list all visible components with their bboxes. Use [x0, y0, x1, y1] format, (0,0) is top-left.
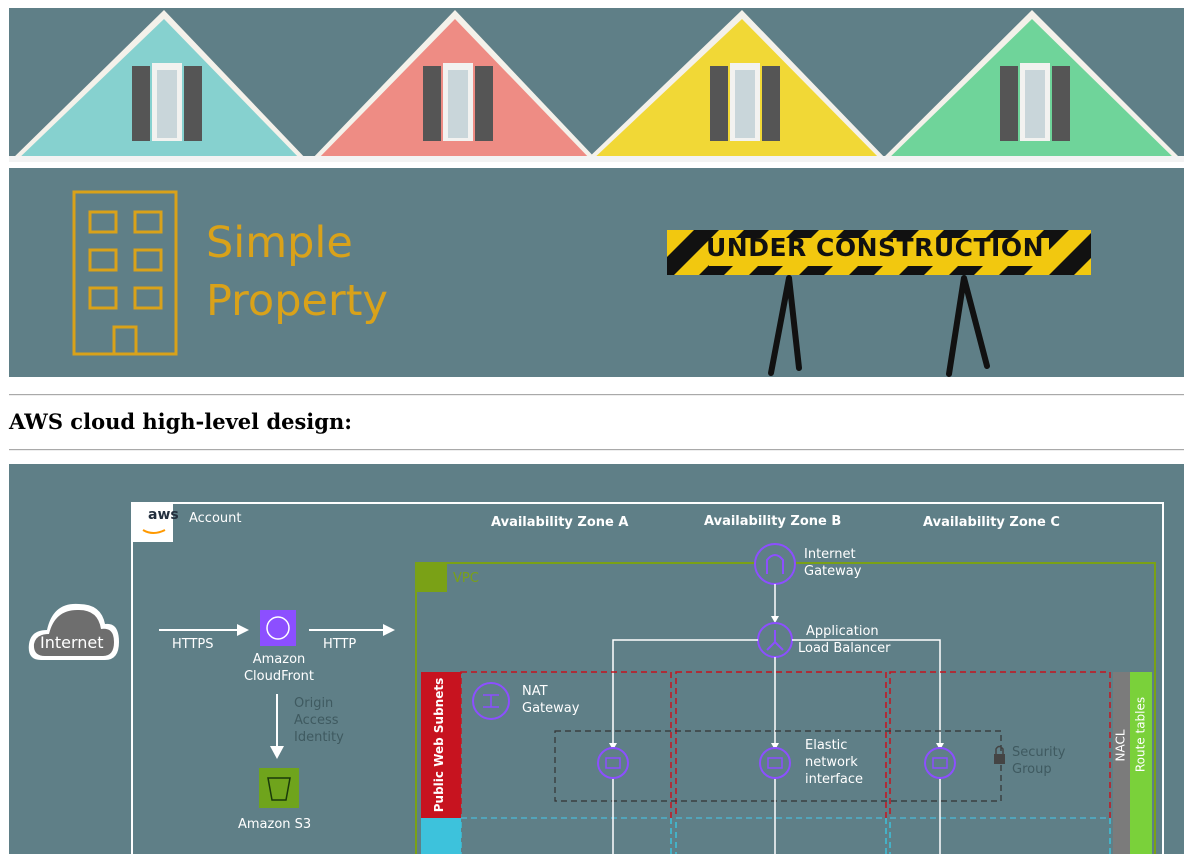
s3-label: Amazon S3 — [238, 817, 312, 832]
zone-a-label: Availability Zone A — [491, 515, 629, 530]
divider-bottom — [9, 449, 1184, 451]
http-label: HTTP — [323, 637, 357, 652]
eni-icon-c — [924, 747, 956, 779]
oai-label-line2: Access — [294, 713, 339, 728]
zone-b-label: Availability Zone B — [704, 514, 842, 529]
diagram-graphics — [28, 502, 1164, 854]
security-group-label: Security Group — [1012, 744, 1065, 778]
eni-label-line1: Elastic — [805, 738, 848, 753]
https-label: HTTPS — [172, 637, 214, 652]
security-group-label-line2: Group — [1012, 762, 1052, 777]
cloudfront-label-line2: CloudFront — [243, 669, 314, 684]
igw-label: Internet Gateway — [804, 546, 861, 580]
construction-sign-icon — [667, 230, 1091, 377]
house-green — [879, 10, 1184, 162]
alb-label-line1: Application — [806, 624, 879, 639]
houses-illustration — [9, 10, 1184, 162]
vpc-label: VPC — [453, 571, 479, 586]
internet-gateway-icon — [754, 543, 796, 585]
cloudfront-label: Amazon CloudFront — [234, 651, 324, 685]
nat-gateway-icon — [472, 682, 510, 720]
brand-banner: Simple Property UNDER CONSTRUCTION — [9, 168, 1184, 377]
igw-label-line1: Internet — [804, 547, 856, 562]
divider-top — [9, 394, 1184, 396]
account-label: Account — [189, 511, 242, 526]
vpc-icon — [417, 564, 447, 592]
building-logo-icon — [72, 190, 178, 356]
aws-logo-text: aws — [148, 507, 179, 523]
eni-icon-b — [759, 747, 791, 779]
aws-logo-icon — [133, 504, 173, 542]
route-tables-label: Route tables — [1133, 696, 1148, 773]
brand-name-line1: Simple — [206, 218, 353, 268]
zone-c-label: Availability Zone C — [923, 515, 1060, 530]
house-pink — [309, 10, 599, 162]
eni-label-line2: network — [805, 755, 858, 770]
security-group-label-line1: Security — [1012, 745, 1066, 760]
account-boundary — [131, 502, 1164, 854]
aws-architecture-diagram: aws Account Availability Zone A Availabi… — [9, 464, 1184, 854]
eni-icon-a — [597, 747, 629, 779]
public-subnets-label: Public Web Subnets — [432, 677, 446, 813]
route-tables-bar — [1130, 672, 1152, 818]
cloudfront-label-line1: Amazon — [252, 652, 306, 667]
nat-label: NAT Gateway — [522, 683, 579, 717]
subnet-zone-c — [889, 671, 1111, 819]
nat-label-line2: Gateway — [522, 701, 580, 716]
oai-label-line1: Origin — [294, 696, 334, 711]
alb-label: Application Load Balancer — [798, 623, 891, 657]
eni-label-line3: interface — [805, 772, 863, 787]
s3-bucket-icon — [259, 768, 299, 808]
banner-graphics — [72, 190, 1091, 377]
under-construction-label: UNDER CONSTRUCTION — [705, 233, 1045, 262]
oai-label-line3: Identity — [294, 730, 344, 745]
nacl-label: NACL — [1113, 729, 1128, 762]
eni-label: Elastic network interface — [805, 737, 863, 788]
house-yellow — [584, 10, 889, 162]
brand-name-line2: Property — [206, 276, 388, 326]
security-group-boundary — [554, 730, 1002, 802]
houses-banner-image — [9, 8, 1184, 162]
internet-label: Internet — [40, 633, 104, 652]
oai-label: Origin Access Identity — [294, 695, 344, 746]
nacl-bar — [1113, 672, 1130, 818]
alb-label-line2: Load Balancer — [798, 641, 891, 656]
nat-label-line1: NAT — [522, 684, 548, 699]
public-subnet-label-bar — [421, 672, 461, 818]
igw-label-line2: Gateway — [804, 564, 862, 579]
house-teal — [9, 10, 309, 162]
lock-icon — [994, 754, 1005, 764]
page-heading: AWS cloud high-level design: — [9, 409, 352, 434]
cloudfront-icon — [260, 610, 296, 646]
cloud-icon — [28, 603, 119, 660]
